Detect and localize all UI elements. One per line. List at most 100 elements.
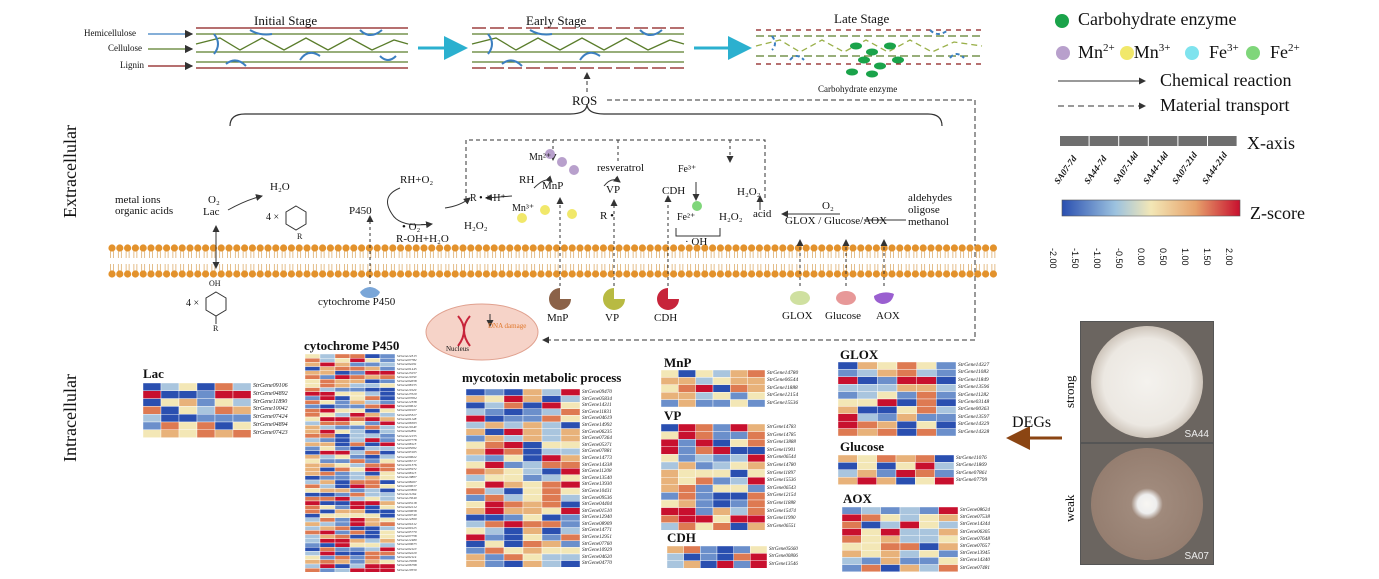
heatmap-cell: [232, 414, 251, 423]
heatmap-cell: [880, 528, 901, 537]
heatmap-cell: [916, 391, 937, 400]
heatmap-cell: [503, 401, 524, 409]
heatmap-cell: [319, 362, 336, 367]
heatmap-cell: [667, 560, 684, 569]
heatmap-cell: [305, 530, 321, 535]
heatmap-cell: [916, 413, 937, 422]
heatmap-cell: [349, 538, 366, 544]
heatmap-cell: [466, 389, 486, 396]
heatmap-cell: [305, 513, 321, 519]
label-fe3: Fe³⁺: [678, 164, 697, 175]
gene-label: StrGene05834: [582, 395, 612, 402]
heatmap-cell: [379, 555, 395, 561]
heatmap-cell: [541, 441, 562, 449]
heatmap-cell: [349, 542, 366, 548]
heatmap-cell: [896, 391, 917, 400]
gene-label: StrGene13546: [769, 561, 798, 567]
heatmap-cell: [364, 416, 381, 422]
heatmap-cell: [379, 357, 395, 363]
heatmap-cell: [678, 499, 696, 508]
heatmap-cell: [364, 400, 381, 405]
heatmap-cell: [838, 421, 858, 429]
gene-label: StrGene13596: [958, 384, 990, 391]
heatmap-cell: [305, 374, 321, 380]
gene-label: StrGene10431: [582, 487, 612, 494]
heatmap-cell: [747, 477, 765, 486]
heatmap-cell: [196, 429, 216, 438]
heatmap-cell: [466, 454, 486, 462]
heatmap-cell: [334, 446, 351, 451]
heatmap-cell: [178, 406, 198, 415]
heatmap-cell: [379, 551, 395, 556]
gene-label: StrGene05972: [397, 467, 417, 472]
legend-zscore-bar: [1061, 199, 1241, 217]
plate-strong: SA44: [1080, 321, 1214, 443]
heatmap-cell: [334, 412, 351, 418]
heatmap-cell: [730, 484, 748, 493]
heatmap-cell: [196, 406, 216, 415]
heatmap-cell: [305, 366, 321, 372]
gene-label: StrGene09017: [397, 483, 417, 488]
gene-label: StrGene07004: [397, 395, 417, 400]
heatmap-cell: [880, 513, 901, 522]
heatmap-cell: [661, 522, 679, 531]
heatmap-cell: [541, 415, 562, 423]
heatmap-cell: [838, 462, 858, 471]
heatmap-cell: [232, 429, 251, 438]
heatmap-cell: [503, 408, 524, 416]
heatmap-cell: [379, 458, 395, 464]
heatmap-cell: [683, 553, 701, 562]
gene-label: StrGene05002: [397, 446, 417, 451]
heatmap-cell: [319, 370, 336, 376]
heatmap-cell: [319, 416, 336, 422]
label-oh-radical: · OH: [685, 236, 708, 248]
heatmap-cell: [842, 564, 862, 572]
heatmap-cell: [349, 408, 366, 413]
legend-zscore: Z-score: [1250, 203, 1305, 223]
heatmap-cell: [349, 425, 366, 430]
heatmap-cell: [522, 441, 543, 449]
heatmap-cell: [522, 494, 543, 502]
heatmap-cell: [364, 458, 381, 464]
heatmap-cell: [319, 446, 336, 451]
heatmap-cell: [349, 567, 366, 573]
label-h2o: H₂O: [270, 181, 290, 193]
label-roh-h2o: R-OH+H₂O: [396, 233, 449, 245]
heatmap-mnp: [661, 370, 765, 407]
heatmap-cell: [503, 500, 524, 508]
carbohydrate-enzyme-dots: [846, 42, 904, 78]
plate-weak: SA07: [1080, 443, 1214, 565]
heatmap-cell: [319, 366, 336, 372]
heatmap-cell: [319, 471, 336, 476]
heatmap-cell: [364, 391, 381, 397]
heatmap-cell: [678, 384, 696, 393]
heatmap-cell: [349, 546, 366, 552]
heatmap-cell: [919, 550, 939, 558]
heatmap-cell: [364, 370, 381, 376]
heatmap-cell: [838, 428, 858, 436]
heatmap-cell: [143, 398, 162, 407]
heatmap-cell: [305, 425, 321, 430]
heatmap-cell: [695, 377, 714, 386]
heatmap-cell: [349, 450, 366, 455]
gene-label: StrGene14780: [767, 370, 799, 376]
heatmap-cell: [364, 433, 381, 439]
heatmap-cell: [899, 564, 920, 572]
heatmap-cell: [895, 462, 916, 471]
gene-label: StrGene14338: [582, 461, 612, 468]
heatmap-cell: [178, 390, 198, 399]
heatmap-cell: [349, 479, 366, 485]
heatmap-cell: [896, 369, 917, 378]
heatmap-cell: [678, 492, 696, 501]
heatmap-cell: [522, 454, 543, 462]
heatmap-cell: [319, 492, 336, 498]
label-p450: P450: [349, 205, 372, 217]
gene-label: StrGene11282: [958, 391, 989, 398]
heatmap-cell: [938, 557, 958, 565]
heatmap-cell: [503, 520, 524, 528]
gene-label: StrGene14771: [582, 527, 612, 534]
vp-shape: [603, 288, 625, 310]
heatmap-cell: [334, 525, 351, 531]
stage-early-panel: [471, 27, 685, 69]
heatmap-cell: [305, 475, 321, 481]
